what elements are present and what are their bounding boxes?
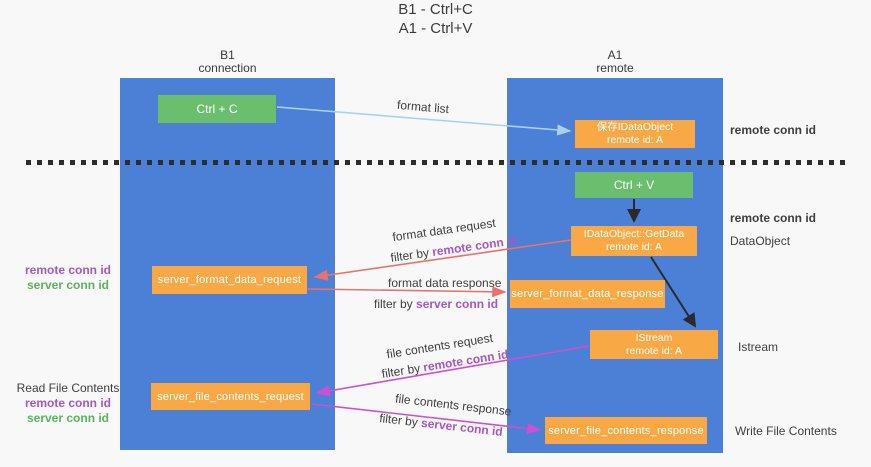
left-server-conn-id-bottom: server conn id — [26, 411, 110, 425]
getdata-node: IDataObject::GetData remote id: A — [571, 226, 697, 256]
server-format-data-response-node: server_format_data_response — [510, 280, 665, 308]
filter-server-conn-id-1: server conn id — [416, 297, 499, 311]
save-dataobject-node: 保存IDataObject remote id: A — [575, 120, 695, 148]
left-remote-conn-id-bottom: remote conn id — [24, 396, 111, 410]
getdata-to-istream-arrow — [650, 256, 697, 328]
istream-line2: remote id: A — [625, 344, 683, 357]
getdata-line1: IDataObject::GetData — [583, 228, 685, 240]
phase-separator-dashed-line — [26, 160, 848, 165]
write-file-contents-annotation: Write File Contents — [735, 424, 837, 438]
lane-header-b1: B1 connection — [120, 49, 335, 75]
remote-conn-id-annotation-top: remote conn id — [730, 123, 817, 137]
save-dataobject-line1: 保存IDataObject — [596, 121, 674, 133]
ctrl-c-node: Ctrl + C — [158, 95, 276, 123]
istream-annotation: Istream — [738, 340, 779, 354]
ctrl-v-node: Ctrl + V — [575, 172, 693, 198]
lane-header-a1: A1 remote — [507, 49, 723, 75]
title-line-a1: A1 - Ctrl+V — [398, 20, 473, 37]
format-data-response-label: format data response — [388, 276, 502, 290]
left-server-conn-id-top: server conn id — [26, 278, 110, 292]
file-contents-response-arrow — [311, 403, 542, 435]
server-file-contents-request-node: server_file_contents_request — [151, 383, 310, 410]
server-file-contents-response-node: server_file_contents_response — [545, 417, 707, 444]
server-format-data-request-label: server_format_data_request — [157, 274, 302, 286]
diagram-title: B1 - Ctrl+C A1 - Ctrl+V — [0, 0, 871, 38]
file-contents-request-arrow — [315, 345, 590, 397]
dataobject-annotation: DataObject — [730, 234, 791, 248]
server-format-data-response-label: server_format_data_response — [511, 288, 664, 300]
left-read-file-group: Read File Contents remote conn id server… — [14, 381, 122, 426]
format-list-arrow — [276, 106, 572, 136]
server-file-contents-response-label: server_file_contents_response — [548, 424, 704, 437]
save-dataobject-line2: remote id: A — [606, 134, 663, 146]
ctrl-v-label: Ctrl + V — [613, 178, 655, 192]
format-data-response-filter-label: filter by server conn id — [374, 297, 499, 311]
read-file-contents-annotation: Read File Contents — [16, 381, 120, 395]
server-file-contents-request-label: server_file_contents_request — [157, 390, 304, 403]
ctrl-c-label: Ctrl + C — [196, 102, 238, 116]
left-remote-conn-id-top: remote conn id — [24, 263, 111, 277]
format-data-request-arrow — [313, 239, 572, 281]
lane-b1-name: B1 — [220, 48, 235, 62]
lane-a1-role: remote — [596, 61, 634, 75]
remote-conn-id-annotation-mid: remote conn id — [730, 211, 817, 225]
lane-a1-name: A1 — [607, 48, 623, 62]
format-data-response-arrow — [307, 286, 507, 298]
getdata-line2: remote id: A — [605, 241, 662, 253]
lane-b1-role: connection — [198, 61, 257, 75]
server-format-data-request-node: server_format_data_request — [152, 266, 307, 294]
left-conn-ids-group-top: remote conn id server conn id — [14, 263, 122, 293]
istream-node: IStream remote id: A — [590, 330, 718, 359]
title-line-b1: B1 - Ctrl+C — [398, 1, 473, 18]
istream-line1: IStream — [635, 331, 673, 344]
